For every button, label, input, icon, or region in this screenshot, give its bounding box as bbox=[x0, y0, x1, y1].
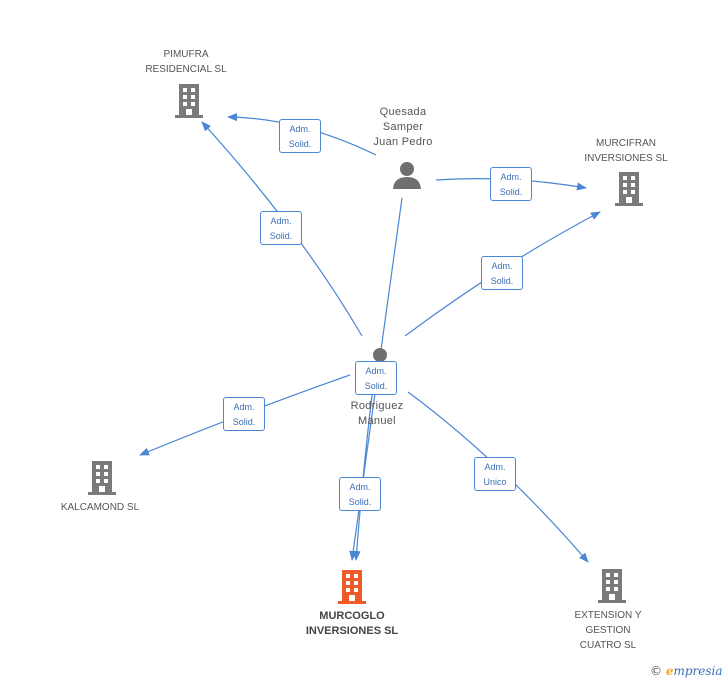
relation-badge[interactable]: Adm. Solid. bbox=[279, 119, 321, 153]
focus-building-icon bbox=[338, 570, 366, 604]
copyright-symbol: © bbox=[650, 664, 662, 678]
brand-initial: e bbox=[665, 664, 674, 678]
relation-badge[interactable]: Adm. Solid. bbox=[339, 477, 381, 511]
person-label-rodriguez[interactable]: Rodriguez Manuel bbox=[350, 400, 404, 427]
relation-badge[interactable]: Adm. Solid. bbox=[490, 167, 532, 201]
building-icon bbox=[88, 461, 116, 495]
building-icon bbox=[615, 172, 643, 206]
person-icon bbox=[393, 162, 421, 189]
relation-badge[interactable]: Adm. Solid. bbox=[355, 361, 397, 395]
building-icon bbox=[175, 84, 203, 118]
relation-badge[interactable]: Adm. Solid. bbox=[223, 397, 265, 431]
empresia-logo: © empresia bbox=[650, 664, 723, 678]
person-label-quesada[interactable]: Quesada Samper Juan Pedro bbox=[373, 106, 433, 148]
company-label-kalcamond[interactable]: KALCAMOND SL bbox=[60, 502, 140, 513]
building-icon bbox=[598, 569, 626, 603]
relation-badge[interactable]: Adm. Solid. bbox=[260, 211, 302, 245]
relation-badge[interactable]: Adm. Unico bbox=[474, 457, 516, 491]
relation-badge[interactable]: Adm. Solid. bbox=[481, 256, 523, 290]
company-label-murcifran[interactable]: MURCIFRAN INVERSIONES SL bbox=[584, 138, 668, 164]
company-label-pimufra[interactable]: PIMUFRA RESIDENCIAL SL bbox=[145, 49, 227, 75]
company-label-murcoglo[interactable]: MURCOGLO INVERSIONES SL bbox=[305, 610, 399, 637]
brand-name: mpresia bbox=[673, 664, 723, 678]
company-label-extension[interactable]: EXTENSION Y GESTION CUATRO SL bbox=[574, 610, 642, 651]
